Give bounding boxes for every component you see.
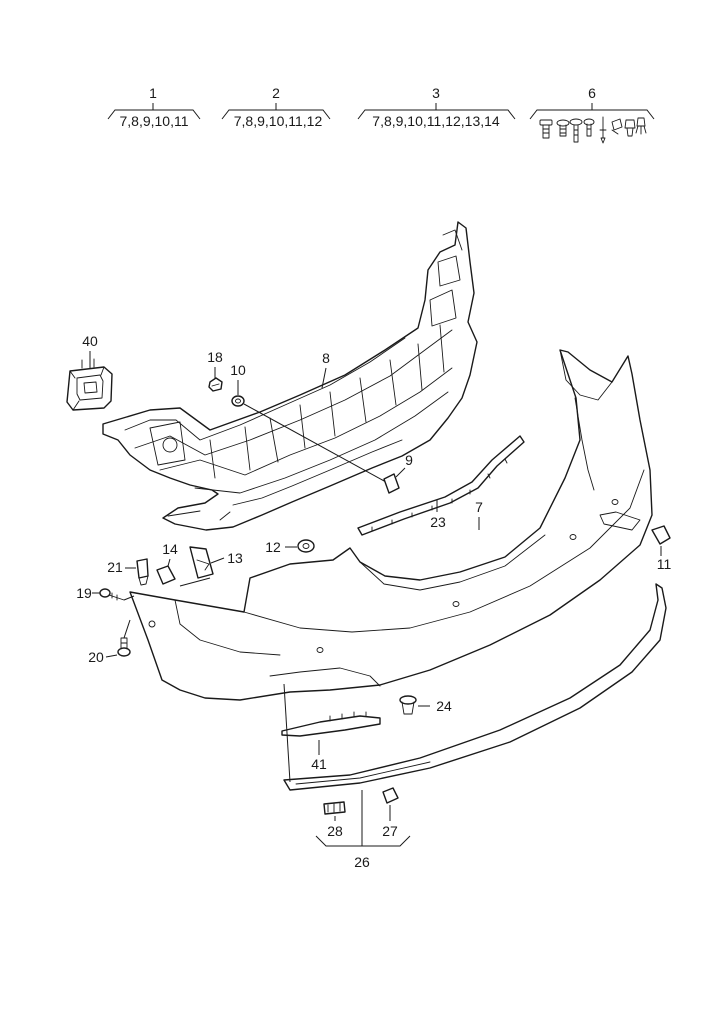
callout-41: 41 (311, 756, 327, 772)
callout-23: 23 (430, 514, 446, 530)
part-18-clip-nut (208, 377, 223, 392)
part-27-clip (382, 787, 399, 804)
callout-8: 8 (322, 350, 330, 366)
kit-number-label: 1 (149, 85, 157, 101)
callout-28: 28 (327, 823, 343, 839)
kit-number-label: 3 (432, 85, 440, 101)
part-21-pin (136, 558, 149, 586)
part-8-bumper-carrier (102, 221, 478, 531)
part-24-expanding-rivet (399, 695, 417, 715)
part-9-clip (383, 473, 400, 494)
callout-19: 19 (76, 585, 92, 601)
fastener-set-icon (539, 116, 647, 144)
callout-12: 12 (265, 539, 281, 555)
kit-contents-label: 7,8,9,10,11,12 (234, 113, 323, 129)
callout-20: 20 (88, 649, 104, 665)
callout-10: 10 (230, 362, 246, 378)
callout-27: 27 (382, 823, 398, 839)
part-11-tow-cap (651, 525, 671, 545)
kit-contents-label: 7,8,9,10,11,12,13,14 (372, 113, 500, 129)
kit-number-label: 6 (588, 85, 596, 101)
callout-26: 26 (354, 854, 370, 870)
kit-group-6: 6 (529, 85, 655, 144)
callout-9: 9 (405, 452, 413, 468)
part-12-grommet (297, 539, 315, 553)
kit-number-label: 2 (272, 85, 280, 101)
part-7-bumper-cover (129, 349, 653, 701)
callout-40: 40 (82, 333, 98, 349)
part-40-sensor-bracket (66, 358, 113, 411)
part-10-nut (231, 395, 245, 407)
part-19-screw (99, 588, 125, 601)
callout-11: 11 (657, 556, 672, 572)
kit-group-2: 2 7,8,9,10,11,12 (221, 85, 331, 129)
callout-18: 18 (207, 349, 223, 365)
kit-contents-label: 7,8,9,10,11 (119, 113, 188, 129)
kit-group-1: 1 7,8,9,10,11 (107, 85, 201, 129)
callout-24: 24 (436, 698, 452, 714)
callout-7: 7 (475, 499, 483, 515)
part-13-side-guide (189, 546, 214, 579)
kit-group-3: 3 7,8,9,10,11,12,13,14 (357, 85, 516, 129)
part-28-clip (323, 801, 346, 815)
part-14-clip (156, 565, 176, 585)
part-20-screw (117, 637, 131, 657)
part-41-trim-strip (281, 711, 381, 737)
callout-13: 13 (227, 550, 243, 566)
part-26-lower-trim (283, 583, 667, 791)
callout-21: 21 (107, 559, 123, 575)
part-23-guide-strip (357, 435, 525, 536)
callout-14: 14 (162, 541, 178, 557)
